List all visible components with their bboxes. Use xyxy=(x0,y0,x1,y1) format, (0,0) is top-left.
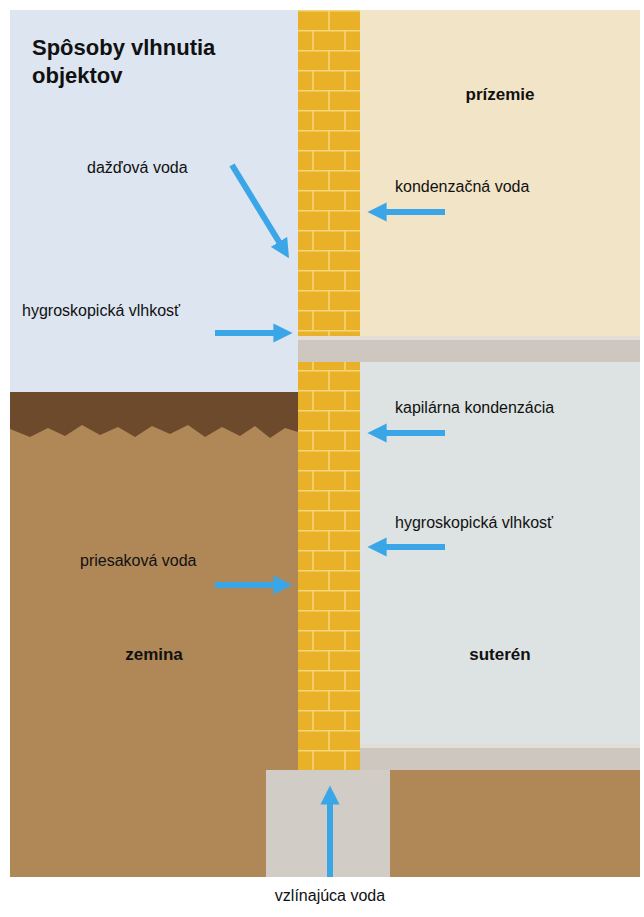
region-name: suterén xyxy=(465,641,534,669)
room-label: prízemie xyxy=(360,60,640,130)
arrow-label: kapilárna kondenzácia xyxy=(395,398,554,417)
ground-floor-room xyxy=(360,10,640,336)
soil xyxy=(360,770,640,877)
basement-slab xyxy=(360,744,640,770)
room-label: suterén xyxy=(360,620,640,690)
arrow-label: hygroskopická vlhkosť xyxy=(395,513,553,532)
arrow-label: priesaková voda xyxy=(80,551,197,570)
moisture-arrow xyxy=(215,330,283,336)
basement-room xyxy=(360,362,640,744)
floor-slab xyxy=(298,336,640,362)
moisture-arrow xyxy=(377,209,445,215)
region-name: prízemie xyxy=(462,81,539,109)
rain-arrow xyxy=(232,165,284,250)
moisture-arrow xyxy=(377,430,445,436)
sky xyxy=(10,10,298,392)
seepage-arrow xyxy=(215,582,283,588)
arrow-label: dažďová voda xyxy=(87,158,188,177)
arrow-label: vzlínajúca voda xyxy=(275,886,385,905)
foundation xyxy=(266,770,390,877)
slab-shade xyxy=(360,744,640,748)
brick-wall xyxy=(298,362,360,770)
soil-label: zemina xyxy=(10,620,298,690)
region-name: zemina xyxy=(121,641,187,669)
brick-wall xyxy=(298,10,360,336)
moisture-arrow xyxy=(377,544,445,550)
rising-arrow xyxy=(327,795,333,877)
diagram-title: Spôsoby vlhnutia objektov xyxy=(32,34,232,89)
soil xyxy=(10,392,298,877)
arrow-label: kondenzačná voda xyxy=(395,177,529,196)
topsoil xyxy=(10,392,298,438)
slab-shade xyxy=(298,336,640,340)
arrow-label: hygroskopická vlhkosť xyxy=(22,301,180,320)
